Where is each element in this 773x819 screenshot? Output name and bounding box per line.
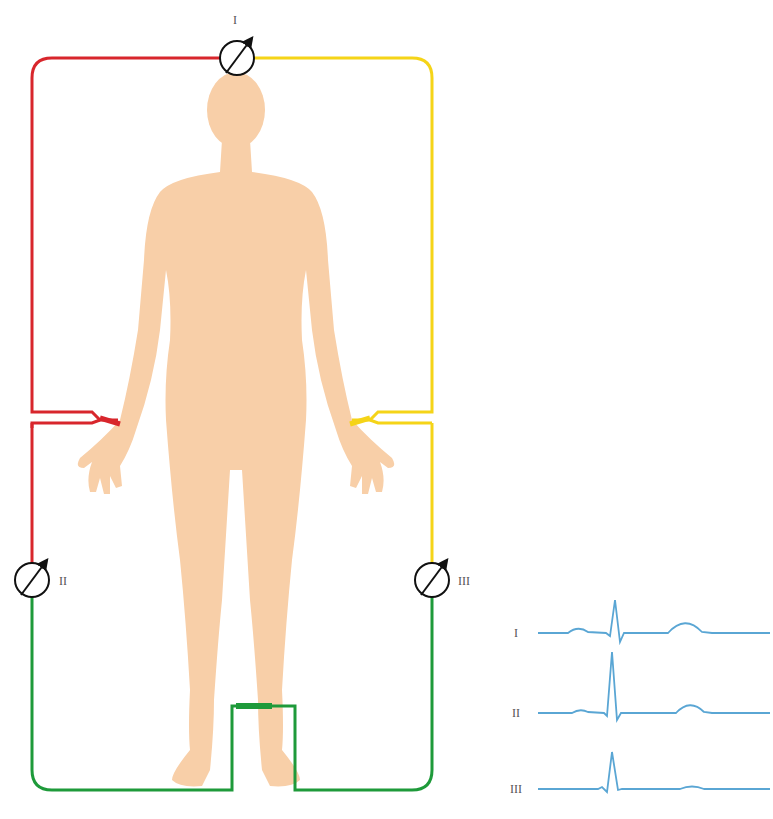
red-wire [32,58,220,563]
green-wire [32,597,432,790]
yellow-wire [254,58,432,563]
lead-number: I [233,14,237,26]
galvanometer-symbol [220,38,254,75]
body-silhouette [78,72,395,786]
trace-label: III [510,783,522,795]
galvanometer-symbol [415,560,449,597]
lead-number: II [59,575,67,587]
ecg-trace [538,600,770,792]
lead-number: III [458,575,470,587]
trace-label: I [514,627,518,639]
trace-label: II [512,707,520,719]
galvanometer-symbol [15,560,49,597]
